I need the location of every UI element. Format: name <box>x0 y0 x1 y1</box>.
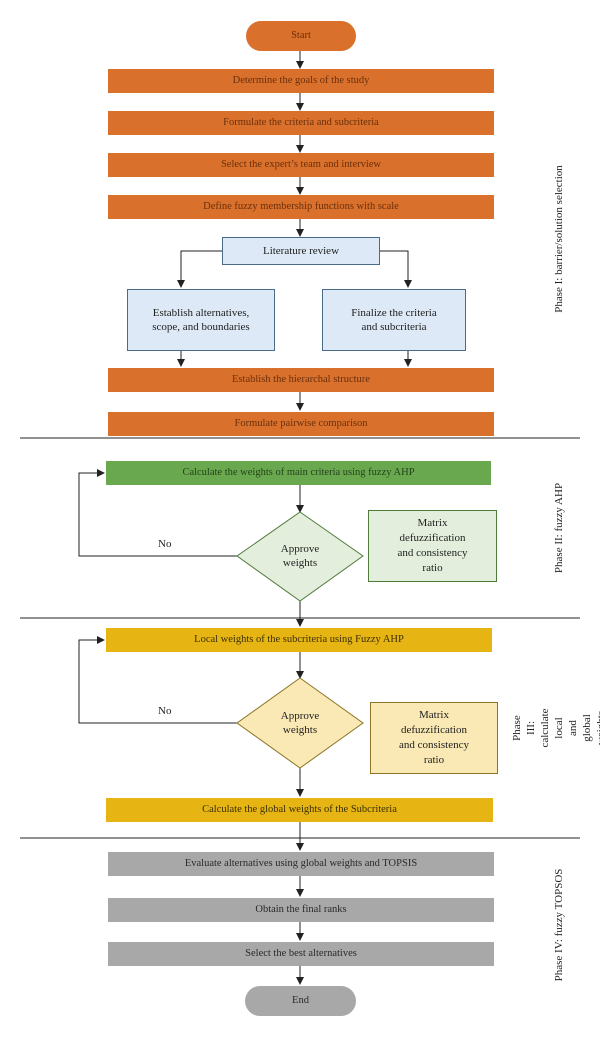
arrow-no-loop-1 <box>78 469 237 557</box>
label-no-1: No <box>158 538 172 550</box>
start-node: Start <box>246 21 356 51</box>
step-evaluate-alternatives: Evaluate alternatives using global weigh… <box>108 852 494 876</box>
step-literature-review: Literature review <box>222 237 380 265</box>
step-finalize-criteria: Finalize the criteria and subcriteria <box>322 289 466 351</box>
end-node: End <box>245 986 356 1016</box>
phase-label-1: Phase I: barrier/solution selection <box>553 165 565 313</box>
phase-label-2: Phase II: fuzzy AHP <box>553 482 565 574</box>
arrow-literature-to-finalize <box>380 250 412 288</box>
note-matrix-defuzzification-2: Matrix defuzzification and consistency r… <box>370 702 498 774</box>
step-local-weights: Local weights of the subcriteria using F… <box>106 628 492 652</box>
step-select-experts: Select the expert’s team and interview <box>108 153 494 177</box>
step-calc-main-weights: Calculate the weights of main criteria u… <box>106 461 491 485</box>
label-no-2: No <box>158 705 172 717</box>
phase-label-4: Phase IV: fuzzy TOPSOS <box>553 868 565 982</box>
step-pairwise-comparison: Formulate pairwise comparison <box>108 412 494 436</box>
decision-label-approve-2: Approve weights <box>280 710 320 736</box>
note-matrix-defuzzification-1: Matrix defuzzification and consistency r… <box>368 510 497 582</box>
decision-diamond-2 <box>236 677 364 769</box>
step-define-fuzzy: Define fuzzy membership functions with s… <box>108 195 494 219</box>
step-select-best: Select the best alternatives <box>108 942 494 966</box>
step-formulate-criteria: Formulate the criteria and subcriteria <box>108 111 494 135</box>
step-establish-alternatives: Establish alternatives, scope, and bound… <box>127 289 275 351</box>
step-hierarchical-structure: Establish the hierarchal structure <box>108 368 494 392</box>
decision-diamond-1 <box>236 511 364 602</box>
arrow-no-loop-2 <box>78 636 237 724</box>
arrow-literature-to-alternatives <box>177 250 222 288</box>
phase-label-3: Phase III: calculate local and global we… <box>511 708 600 748</box>
step-global-weights: Calculate the global weights of the Subc… <box>106 798 493 822</box>
decision-label-approve-1: Approve weights <box>280 543 320 569</box>
step-final-ranks: Obtain the final ranks <box>108 898 494 922</box>
step-determine-goals: Determine the goals of the study <box>108 69 494 93</box>
